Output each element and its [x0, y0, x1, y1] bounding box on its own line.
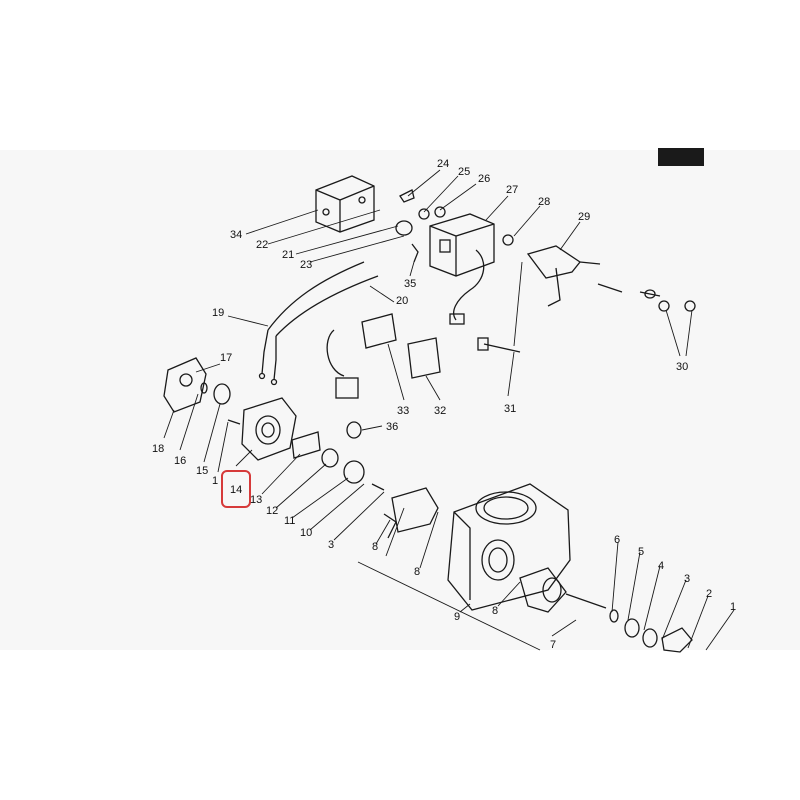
callout-6: 6 [614, 534, 620, 546]
callout-16: 16 [174, 455, 186, 467]
callout-11: 11 [284, 515, 295, 527]
reed-valve-8 [383, 487, 439, 539]
manifold-7 [519, 567, 607, 613]
callout-4: 4 [658, 560, 664, 572]
callout-17: 17 [220, 352, 232, 364]
small-parts-lower-right [609, 609, 693, 653]
callout-29: 29 [578, 211, 590, 223]
callout-8-c: 8 [492, 605, 498, 617]
callout-13: 13 [250, 494, 262, 506]
callout-21: 21 [282, 249, 294, 261]
callout-23: 23 [300, 259, 312, 271]
callout-8-a: 8 [372, 541, 378, 553]
callout-25: 25 [458, 166, 470, 178]
callout-36: 36 [386, 421, 398, 433]
callout-3-right: 3 [684, 573, 690, 585]
callout-19: 19 [212, 307, 224, 319]
callout-labels: 34 22 21 23 24 25 26 27 28 29 35 20 19 3… [152, 158, 736, 651]
callout-28: 28 [538, 196, 550, 208]
callout-24: 24 [437, 158, 449, 170]
callout-31: 31 [504, 403, 516, 415]
callout-33: 33 [397, 405, 409, 417]
jet-parts-10-12 [291, 421, 385, 491]
leader-lines [163, 169, 735, 651]
callout-35: 35 [404, 278, 416, 290]
callout-15: 15 [196, 465, 208, 477]
callout-3-left: 3 [328, 539, 334, 551]
cap-18 [163, 357, 207, 413]
callout-1-right: 1 [730, 601, 736, 613]
page-corner-tab [658, 148, 704, 166]
servo-motor-27 [429, 213, 495, 325]
cdi-unit-33 [326, 313, 397, 399]
highlight-box-14 [221, 470, 251, 508]
callout-30: 30 [676, 361, 688, 373]
callout-18: 18 [152, 443, 164, 455]
mounting-bracket-29 [526, 245, 696, 312]
regulator-32 [407, 337, 441, 379]
throttle-cables-19-20 [258, 261, 379, 386]
callout-10: 10 [300, 527, 312, 539]
cylinder-9 [447, 483, 571, 611]
diagram-sheet [0, 150, 800, 650]
carburetor-body-13 [241, 397, 297, 461]
callout-12: 12 [266, 505, 278, 517]
callout-14: 14 [230, 484, 242, 496]
small-parts-upper [395, 189, 514, 263]
callout-7: 7 [550, 639, 556, 651]
callout-5: 5 [638, 546, 644, 558]
callout-22: 22 [256, 239, 268, 251]
callout-32: 32 [434, 405, 446, 417]
callout-27: 27 [506, 184, 518, 196]
callout-9: 9 [454, 611, 460, 623]
callout-34: 34 [230, 229, 242, 241]
callout-2: 2 [706, 588, 712, 600]
servo-bracket-34 [315, 175, 375, 233]
gasket-15-16 [200, 382, 241, 425]
callout-1-left: 1 [212, 475, 218, 487]
callout-20: 20 [396, 295, 408, 307]
callout-26: 26 [478, 173, 490, 185]
callout-8-b: 8 [414, 566, 420, 578]
bolt-31 [477, 337, 521, 353]
